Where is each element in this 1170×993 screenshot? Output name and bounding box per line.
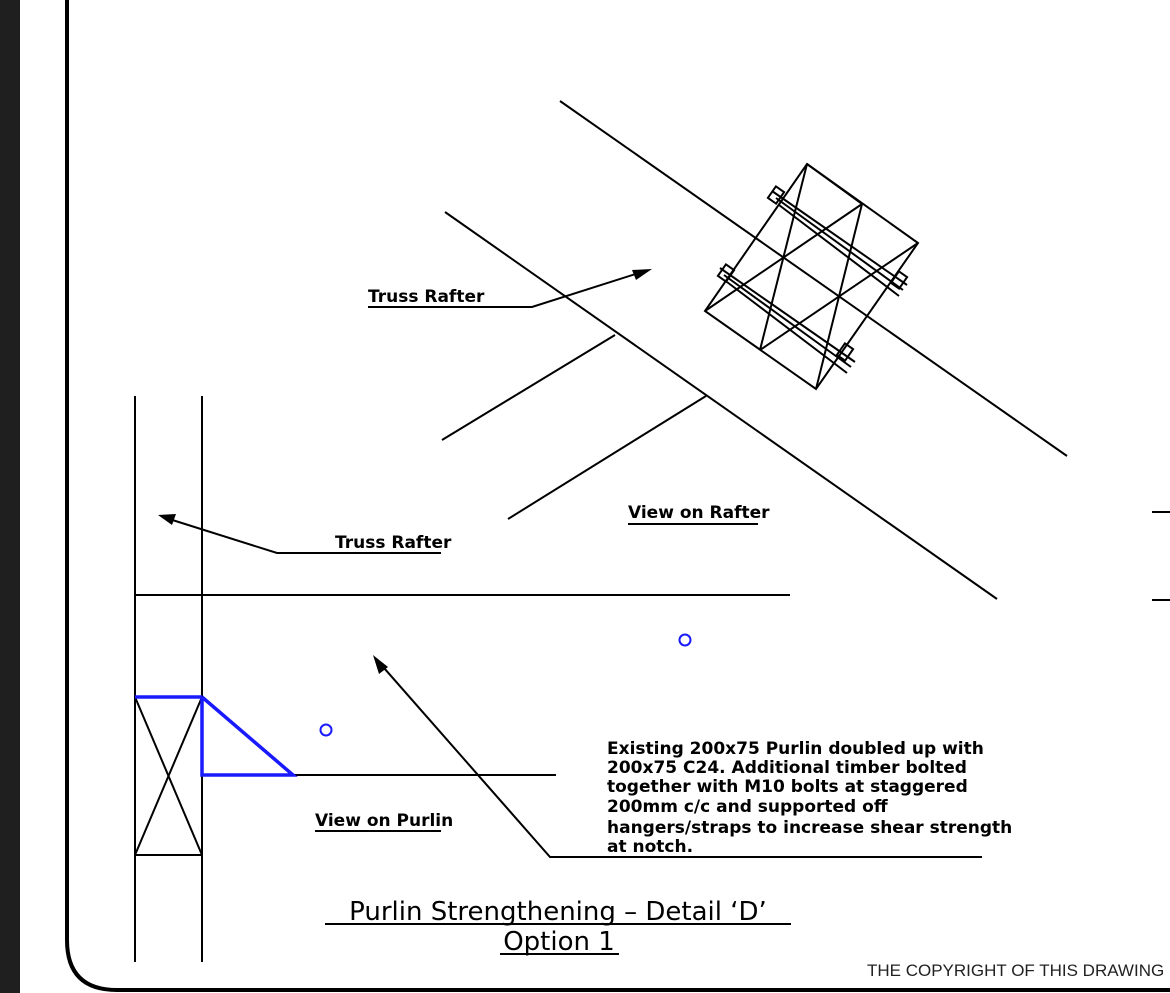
arrowhead-truss-rafter-left xyxy=(158,514,176,525)
drawing-border xyxy=(65,0,1170,992)
hanger-strap-highlight xyxy=(135,695,298,777)
label-view-on-purlin: View on Purlin xyxy=(315,811,453,831)
marker-circle-left xyxy=(319,723,333,737)
note-line-5: hangers/straps to increase shear strengt… xyxy=(607,818,1012,838)
label-view-on-rafter: View on Rafter xyxy=(628,503,770,523)
label-truss-rafter-top: Truss Rafter xyxy=(368,287,485,307)
purlin-cross-section xyxy=(134,696,203,856)
marker-circle-right xyxy=(678,633,692,647)
leader-truss-rafter-left xyxy=(165,517,441,554)
view-on-purlin-detail xyxy=(134,396,982,962)
label-truss-rafter-left: Truss Rafter xyxy=(335,533,452,553)
paper-background xyxy=(20,0,1170,993)
specification-note: Existing 200x75 Purlin doubled up with 2… xyxy=(607,739,1012,857)
detail-subtitle: Option 1 xyxy=(503,927,615,957)
m10-bolt-upper xyxy=(766,185,909,297)
note-line-1: Existing 200x75 Purlin doubled up with xyxy=(607,739,984,759)
note-line-3: together with M10 bolts at staggered xyxy=(607,777,968,797)
note-line-2: 200x75 C24. Additional timber bolted xyxy=(607,758,967,778)
purlin-edge-upper xyxy=(441,334,616,441)
note-line-4: 200mm c/c and supported off xyxy=(607,797,888,817)
detail-title: Purlin Strengthening – Detail ‘D’ xyxy=(349,897,767,927)
leader-note xyxy=(376,659,982,858)
m10-bolt-lower xyxy=(716,263,856,374)
timber-block-bolted xyxy=(703,162,920,391)
arrowhead-truss-rafter-top xyxy=(632,269,652,280)
rafter-edge-bottom xyxy=(444,211,998,600)
view-on-rafter-detail xyxy=(368,100,1068,600)
note-line-6: at notch. xyxy=(607,837,693,857)
rafter-edge-top xyxy=(559,100,1068,457)
copyright-text: THE COPYRIGHT OF THIS DRAWING xyxy=(867,961,1164,980)
arrowhead-note xyxy=(373,655,388,674)
purlin-edge-lower xyxy=(507,395,707,520)
